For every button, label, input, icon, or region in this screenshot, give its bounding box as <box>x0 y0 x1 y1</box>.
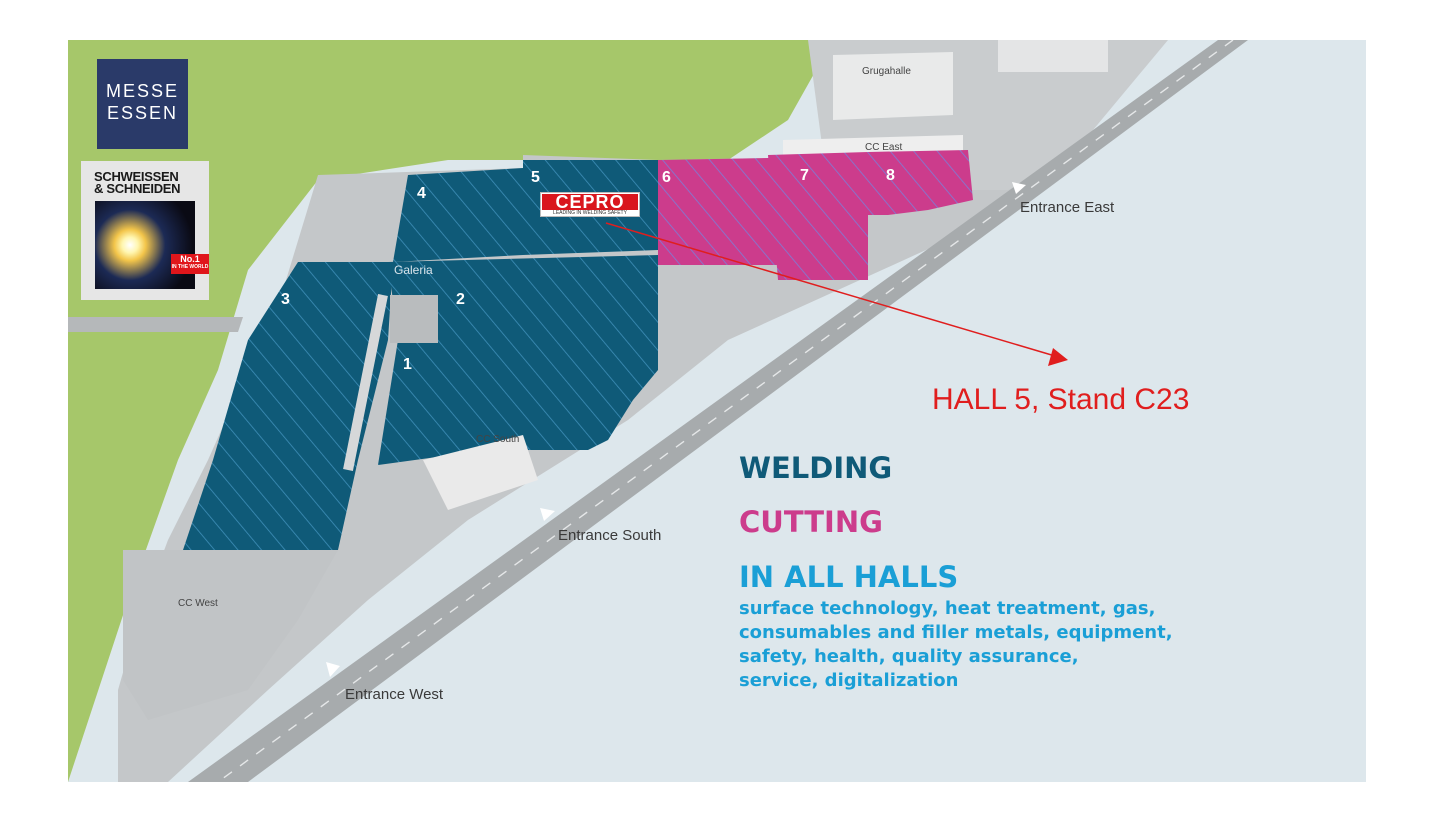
highway-lane <box>217 40 1234 782</box>
hall-5-label: 5 <box>531 169 540 186</box>
badge-bottom: IN THE WORLD <box>171 264 209 270</box>
galeria-walkway <box>343 294 388 471</box>
legend-cutting: CUTTING <box>739 505 883 539</box>
hall-7-label: 7 <box>800 167 809 184</box>
grass-area <box>68 40 833 782</box>
west-road <box>68 317 243 332</box>
galeria-label: Galeria <box>394 263 433 277</box>
schweissen-schneiden-logo: SCHWEISSEN & SCHNEIDEN No.1 IN THE WORLD <box>81 161 209 300</box>
legend-description-line: service, digitalization <box>739 670 959 691</box>
legend-description-line: safety, health, quality assurance, <box>739 646 1079 667</box>
legend-description-line: consumables and filler metals, equipment… <box>739 622 1173 643</box>
grugahalle-label: Grugahalle <box>862 66 911 77</box>
hall-3-area <box>183 262 393 550</box>
hall-3-label: 3 <box>281 291 290 308</box>
entrance-south-label: Entrance South <box>558 527 662 544</box>
cc-south-building <box>423 435 538 510</box>
hall-4-label: 4 <box>417 185 426 202</box>
hall-7-area <box>768 152 868 280</box>
hall-1-courtyard <box>390 295 438 343</box>
welding-spark-icon <box>95 201 195 289</box>
messe-essen-logo: MESSE ESSEN <box>97 59 188 149</box>
legend-description-line: surface technology, heat treatment, gas, <box>739 598 1156 619</box>
number-one-badge: No.1 IN THE WORLD <box>171 254 209 274</box>
cepro-wordmark: CEPRO <box>542 193 638 211</box>
schweissen-line1: SCHWEISSEN <box>94 169 179 184</box>
cc-east-label: CC East <box>865 142 903 153</box>
cc-west-building <box>123 550 338 720</box>
messe-logo-line2: ESSEN <box>106 103 179 123</box>
hall-6-label: 6 <box>662 169 671 186</box>
legend-welding: WELDING <box>739 451 893 485</box>
badge-top: No.1 <box>180 254 200 264</box>
office-building <box>998 40 1108 72</box>
hall-4-area <box>393 168 523 262</box>
schweissen-wordmark: SCHWEISSEN & SCHNEIDEN <box>94 169 181 196</box>
entrance-east-label: Entrance East <box>1020 199 1115 216</box>
cepro-tagline: LEADING IN WELDING SAFETY <box>553 210 627 216</box>
grugahalle-building <box>833 52 953 120</box>
cc-south-label: CC South <box>476 434 520 445</box>
hall-1-label: 1 <box>403 356 412 373</box>
schweissen-line2: & SCHNEIDEN <box>94 181 181 196</box>
hall-8-label: 8 <box>886 167 895 184</box>
hall-2-area <box>378 255 658 465</box>
legend-description: surface technology, heat treatment, gas,… <box>739 597 1173 693</box>
cc-west-label: CC West <box>178 598 218 609</box>
stand-callout: HALL 5, Stand C23 <box>932 383 1190 416</box>
entrance-west-label: Entrance West <box>345 686 444 703</box>
messe-logo-line1: MESSE <box>105 81 180 101</box>
legend-all-halls: IN ALL HALLS <box>739 560 959 594</box>
hall-8-area <box>868 150 973 215</box>
hall-2-label: 2 <box>456 291 465 308</box>
cepro-logo: CEPRO LEADING IN WELDING SAFETY <box>540 192 640 217</box>
